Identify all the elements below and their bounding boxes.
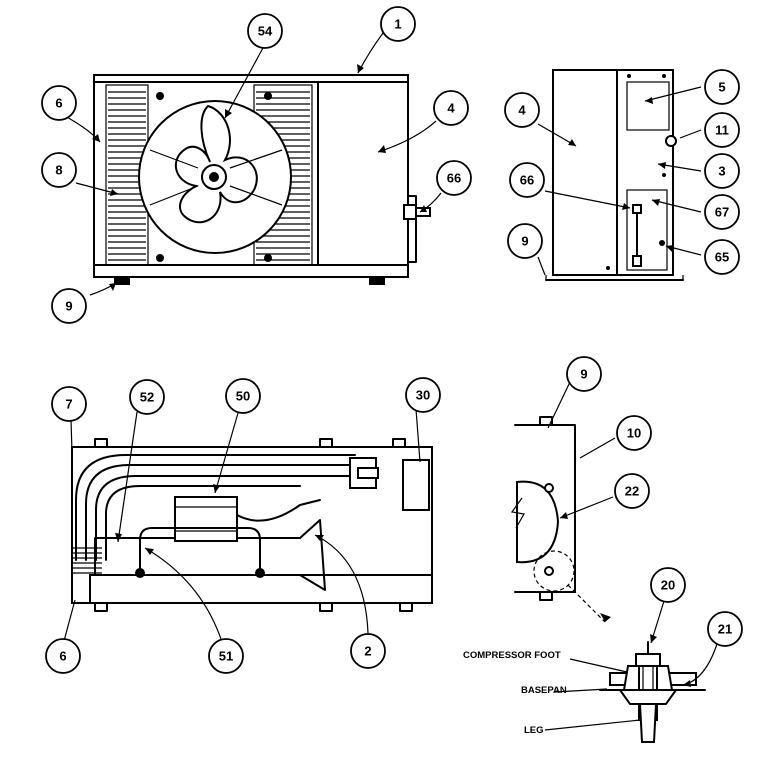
control-box-cover bbox=[626, 81, 670, 131]
svg-text:65: 65 bbox=[715, 250, 729, 265]
compressor bbox=[516, 480, 560, 564]
svg-text:2: 2 bbox=[364, 644, 371, 659]
callout-6-top: 6 bbox=[45, 638, 81, 674]
svg-text:9: 9 bbox=[521, 234, 528, 249]
callout-66-front: 66 bbox=[436, 160, 472, 196]
callout-1: 1 bbox=[380, 6, 416, 42]
svg-text:9: 9 bbox=[580, 367, 587, 382]
callout-66-side: 66 bbox=[509, 162, 545, 198]
caption-compressor-foot: COMPRESSOR FOOT bbox=[463, 650, 561, 661]
callout-50: 50 bbox=[225, 378, 261, 414]
svg-text:8: 8 bbox=[55, 163, 62, 178]
svg-text:11: 11 bbox=[715, 123, 729, 138]
callout-5: 5 bbox=[704, 69, 740, 105]
left-grille-louvers bbox=[108, 91, 146, 261]
side-view bbox=[545, 69, 684, 281]
svg-text:67: 67 bbox=[715, 205, 729, 220]
callout-54: 54 bbox=[247, 13, 283, 49]
callout-20: 20 bbox=[650, 567, 686, 603]
top-view bbox=[71, 438, 433, 612]
callout-4-front: 4 bbox=[433, 90, 469, 126]
callout-30: 30 bbox=[405, 377, 441, 413]
callout-8: 8 bbox=[41, 152, 77, 188]
svg-text:22: 22 bbox=[625, 484, 639, 499]
svg-text:6: 6 bbox=[59, 649, 66, 664]
svg-text:51: 51 bbox=[219, 649, 233, 664]
svg-text:20: 20 bbox=[661, 578, 675, 593]
svg-text:4: 4 bbox=[518, 103, 526, 118]
callout-51: 51 bbox=[208, 638, 244, 674]
svg-text:21: 21 bbox=[718, 622, 732, 637]
svg-text:30: 30 bbox=[416, 388, 430, 403]
svg-text:66: 66 bbox=[447, 171, 461, 186]
callout-9-front: 9 bbox=[51, 288, 87, 324]
callout-52: 52 bbox=[129, 379, 165, 415]
svg-text:50: 50 bbox=[236, 389, 250, 404]
svg-text:7: 7 bbox=[65, 397, 72, 412]
svg-text:4: 4 bbox=[447, 101, 455, 116]
callout-4-side: 4 bbox=[504, 92, 540, 128]
svg-text:52: 52 bbox=[140, 390, 154, 405]
callout-22: 22 bbox=[614, 473, 650, 509]
svg-text:6: 6 bbox=[55, 96, 62, 111]
callout-7: 7 bbox=[51, 386, 87, 422]
svg-text:66: 66 bbox=[520, 173, 534, 188]
callout-11: 11 bbox=[704, 112, 740, 148]
fan-motor bbox=[174, 496, 238, 542]
svg-text:3: 3 bbox=[718, 164, 725, 179]
callout-10: 10 bbox=[616, 415, 652, 451]
caption-basepan: BASEPAN bbox=[521, 685, 567, 696]
svg-text:1: 1 bbox=[394, 17, 401, 32]
svg-text:5: 5 bbox=[718, 80, 725, 95]
compressor-view bbox=[510, 416, 611, 623]
svg-text:9: 9 bbox=[65, 299, 72, 314]
callout-67: 67 bbox=[704, 194, 740, 230]
coil-fins bbox=[72, 547, 102, 574]
mounting-detail bbox=[599, 641, 706, 743]
svg-text:10: 10 bbox=[627, 426, 641, 441]
svg-text:54: 54 bbox=[258, 24, 273, 39]
front-view bbox=[93, 74, 431, 285]
callout-6-front: 6 bbox=[41, 85, 77, 121]
callout-9-compressor: 9 bbox=[566, 356, 602, 392]
fan-blade bbox=[174, 104, 258, 224]
caption-leg: LEG bbox=[524, 725, 544, 736]
service-valve-panel bbox=[626, 189, 668, 271]
callout-21: 21 bbox=[707, 611, 743, 647]
callout-3: 3 bbox=[704, 153, 740, 189]
callout-9-side: 9 bbox=[507, 223, 543, 259]
callout-2: 2 bbox=[350, 633, 386, 669]
callout-65: 65 bbox=[704, 239, 740, 275]
